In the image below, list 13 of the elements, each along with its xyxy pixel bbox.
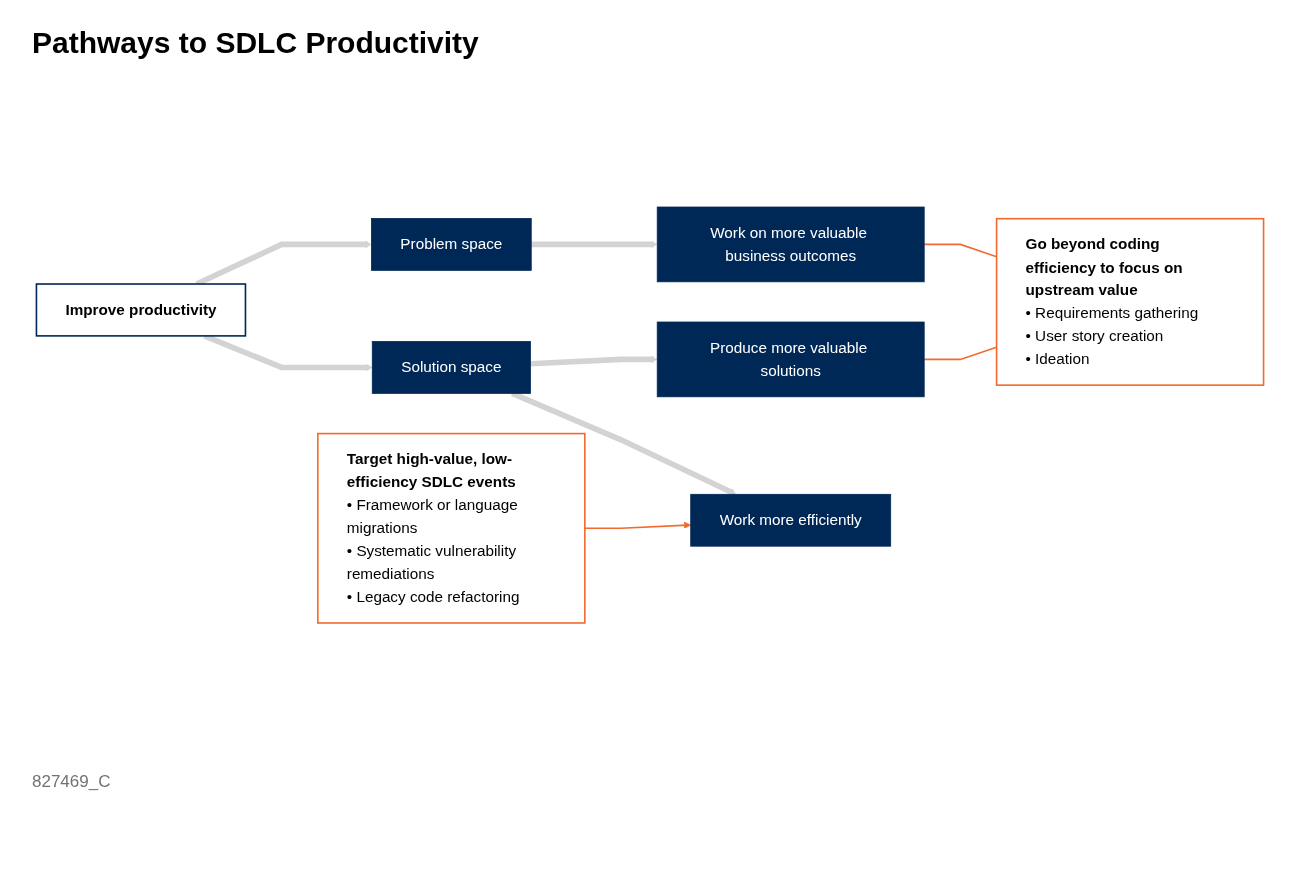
node-box: Improve productivity <box>35 283 247 337</box>
node-box: Work more efficiently <box>690 493 892 547</box>
arrow <box>584 521 692 530</box>
arrow <box>531 240 658 248</box>
diagram-title: Pathways to SDLC Productivity <box>32 26 479 60</box>
node-box: Problem space <box>371 218 532 271</box>
node-box: Solution space <box>371 341 531 394</box>
node-box: Work on more valuable business outcomes <box>656 206 925 283</box>
node-box: Go beyond coding efficiency to focus on upstream value • Requirements gathering • User story creation • Ideation <box>995 217 1265 386</box>
node-box: Produce more valuable solutions <box>656 321 925 398</box>
figure-code: 827469_C <box>32 772 111 792</box>
node-box: Target high-value, low-efficiency SDLC events • Framework or language migrations • Systematic vulnerability remediations • Legacy code refactoring <box>317 432 586 624</box>
arrow <box>530 355 658 367</box>
